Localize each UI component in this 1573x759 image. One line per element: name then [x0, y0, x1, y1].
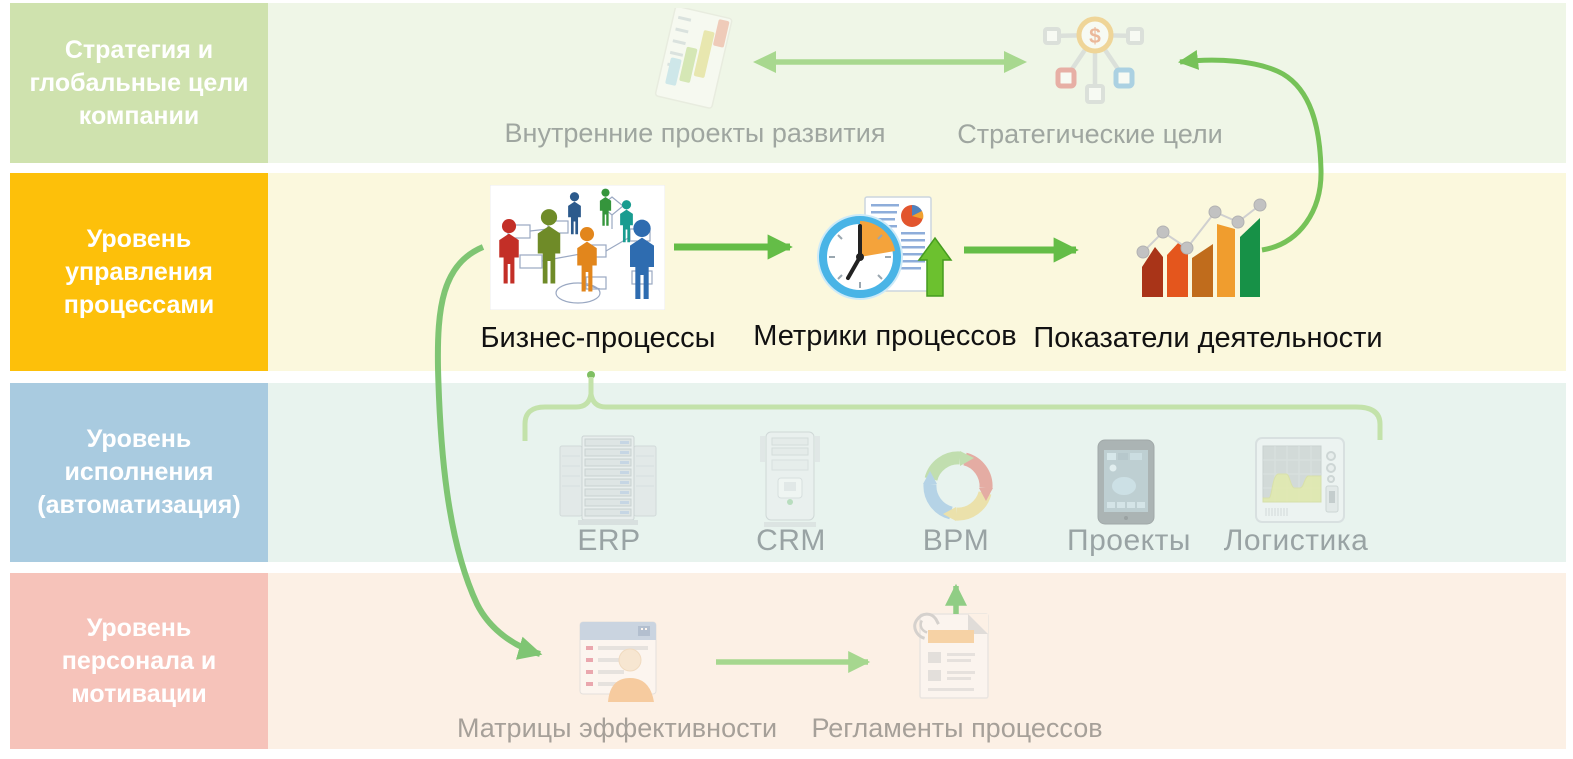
node-label-erp: ERP	[577, 524, 641, 557]
level-label-text: Уровень управления процессами	[63, 224, 215, 319]
node-label-internal-projects: Внутренние проекты развития	[504, 118, 886, 148]
node-label-strategic-goals: Стратегические цели	[957, 119, 1223, 149]
level-label-process-management: Уровень управления процессами	[10, 173, 268, 371]
goal-tree-icon: $	[1043, 16, 1144, 104]
tablet-icon	[1097, 439, 1155, 525]
server-rack-icon	[559, 435, 657, 525]
clock-report-icon	[817, 196, 953, 300]
document-clip-icon	[913, 612, 989, 699]
node-label-process-regulations: Регламенты процессов	[811, 713, 1103, 743]
node-label-crm: CRM	[756, 524, 826, 557]
gantt-chart-icon	[654, 8, 733, 109]
svg-text:$: $	[1089, 25, 1101, 48]
node-label-projects: Проекты	[1067, 524, 1191, 557]
oscilloscope-icon	[1255, 437, 1345, 523]
node-label-business-processes: Бизнес-процессы	[480, 322, 716, 354]
level-label-text: Уровень персонала и мотивации	[61, 613, 217, 708]
level-label-personnel: Уровень персонала и мотивации	[10, 573, 268, 749]
level-label-execution: Уровень исполнения (автоматизация)	[10, 383, 268, 562]
process-people-icon	[490, 185, 665, 310]
level-label-strategy: Стратегия и глобальные цели компании	[10, 3, 268, 163]
node-label-bpm: BPM	[922, 524, 990, 557]
level-label-text: Стратегия и глобальные цели компании	[29, 35, 249, 130]
node-label-logistics: Логистика	[1223, 524, 1369, 557]
cycle-arrows-icon	[923, 451, 993, 521]
node-label-process-metrics: Метрики процессов	[753, 320, 1017, 352]
band-strategy	[268, 3, 1566, 163]
server-tower-icon	[760, 431, 820, 527]
node-label-efficiency-matrices: Матрицы эффективности	[456, 713, 778, 743]
bar-chart-icon	[1136, 198, 1267, 297]
node-label-performance-indicators: Показатели деятельности	[1033, 322, 1383, 354]
profile-card-icon	[579, 621, 657, 702]
level-label-text: Уровень исполнения (автоматизация)	[37, 425, 241, 519]
